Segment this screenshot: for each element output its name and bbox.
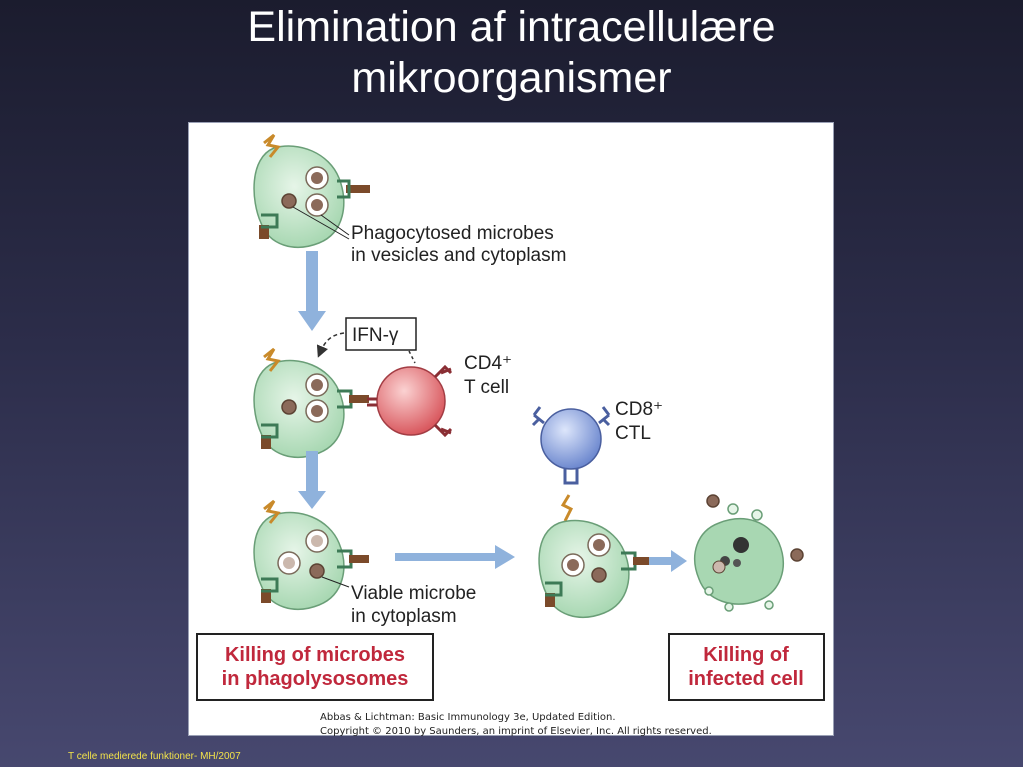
box-right-line2: infected cell [688,668,804,690]
slide-title: Elimination af intracellulære mikroorgan… [0,2,1023,104]
dying-cell [694,494,804,612]
immunology-diagram: Phagocytosed microbes in vesicles and cy… [196,133,825,701]
credit-line-1: Abbas & Lichtman: Basic Immunology 3e, U… [320,712,616,723]
ifn-gamma-label: IFN-γ [352,325,399,346]
box-right-line1: Killing of [703,644,789,666]
macrophage-4 [538,494,653,618]
box-left-line1: Killing of microbes [225,644,405,666]
arrow-down-1 [298,251,326,331]
figure-panel: Phagocytosed microbes in vesicles and cy… [188,122,834,739]
title-line-1: Elimination af intracellulære [247,3,776,51]
macrophage-1 [253,133,370,248]
label-phagocytosed-line1: Phagocytosed microbes [351,223,554,244]
cd8-ctl-cell [531,406,611,485]
box-killing-microbes [196,633,434,701]
cd8-label-line1: CD8⁺ [615,399,663,420]
label-viable-line1: Viable microbe [351,583,476,604]
label-phagocytosed-line2: in vesicles and cytoplasm [351,245,566,266]
arrow-down-2 [298,451,326,509]
mhc-icon [337,179,351,199]
box-killing-infected-cell [668,633,825,701]
ifn-gamma-box [345,317,417,351]
ifn-arrow [316,332,345,358]
macrophage-3 [253,499,369,610]
arrow-right-2 [649,550,687,572]
slide-footer: T celle medierede funktioner- MH/2007 [68,751,241,762]
figure-credit: Abbas & Lichtman: Basic Immunology 3e, U… [320,711,712,739]
cd4-label-line1: CD4⁺ [464,353,512,374]
microbe-icon [281,193,297,209]
title-line-2: mikroorganismer [351,54,672,102]
receptor-yellow-icon [263,133,281,158]
label-viable-line2: in cytoplasm [351,606,457,627]
cd4-label-line2: T cell [464,377,509,398]
arrow-right-1 [395,545,515,569]
macrophage-2 [253,347,369,458]
credit-line-2: Copyright © 2010 by Saunders, an imprint… [320,726,712,737]
cd8-label-line2: CTL [615,423,651,444]
cd4-t-cell [367,364,453,438]
box-left-line2: in phagolysosomes [222,668,409,690]
tcr-icon [433,364,453,379]
